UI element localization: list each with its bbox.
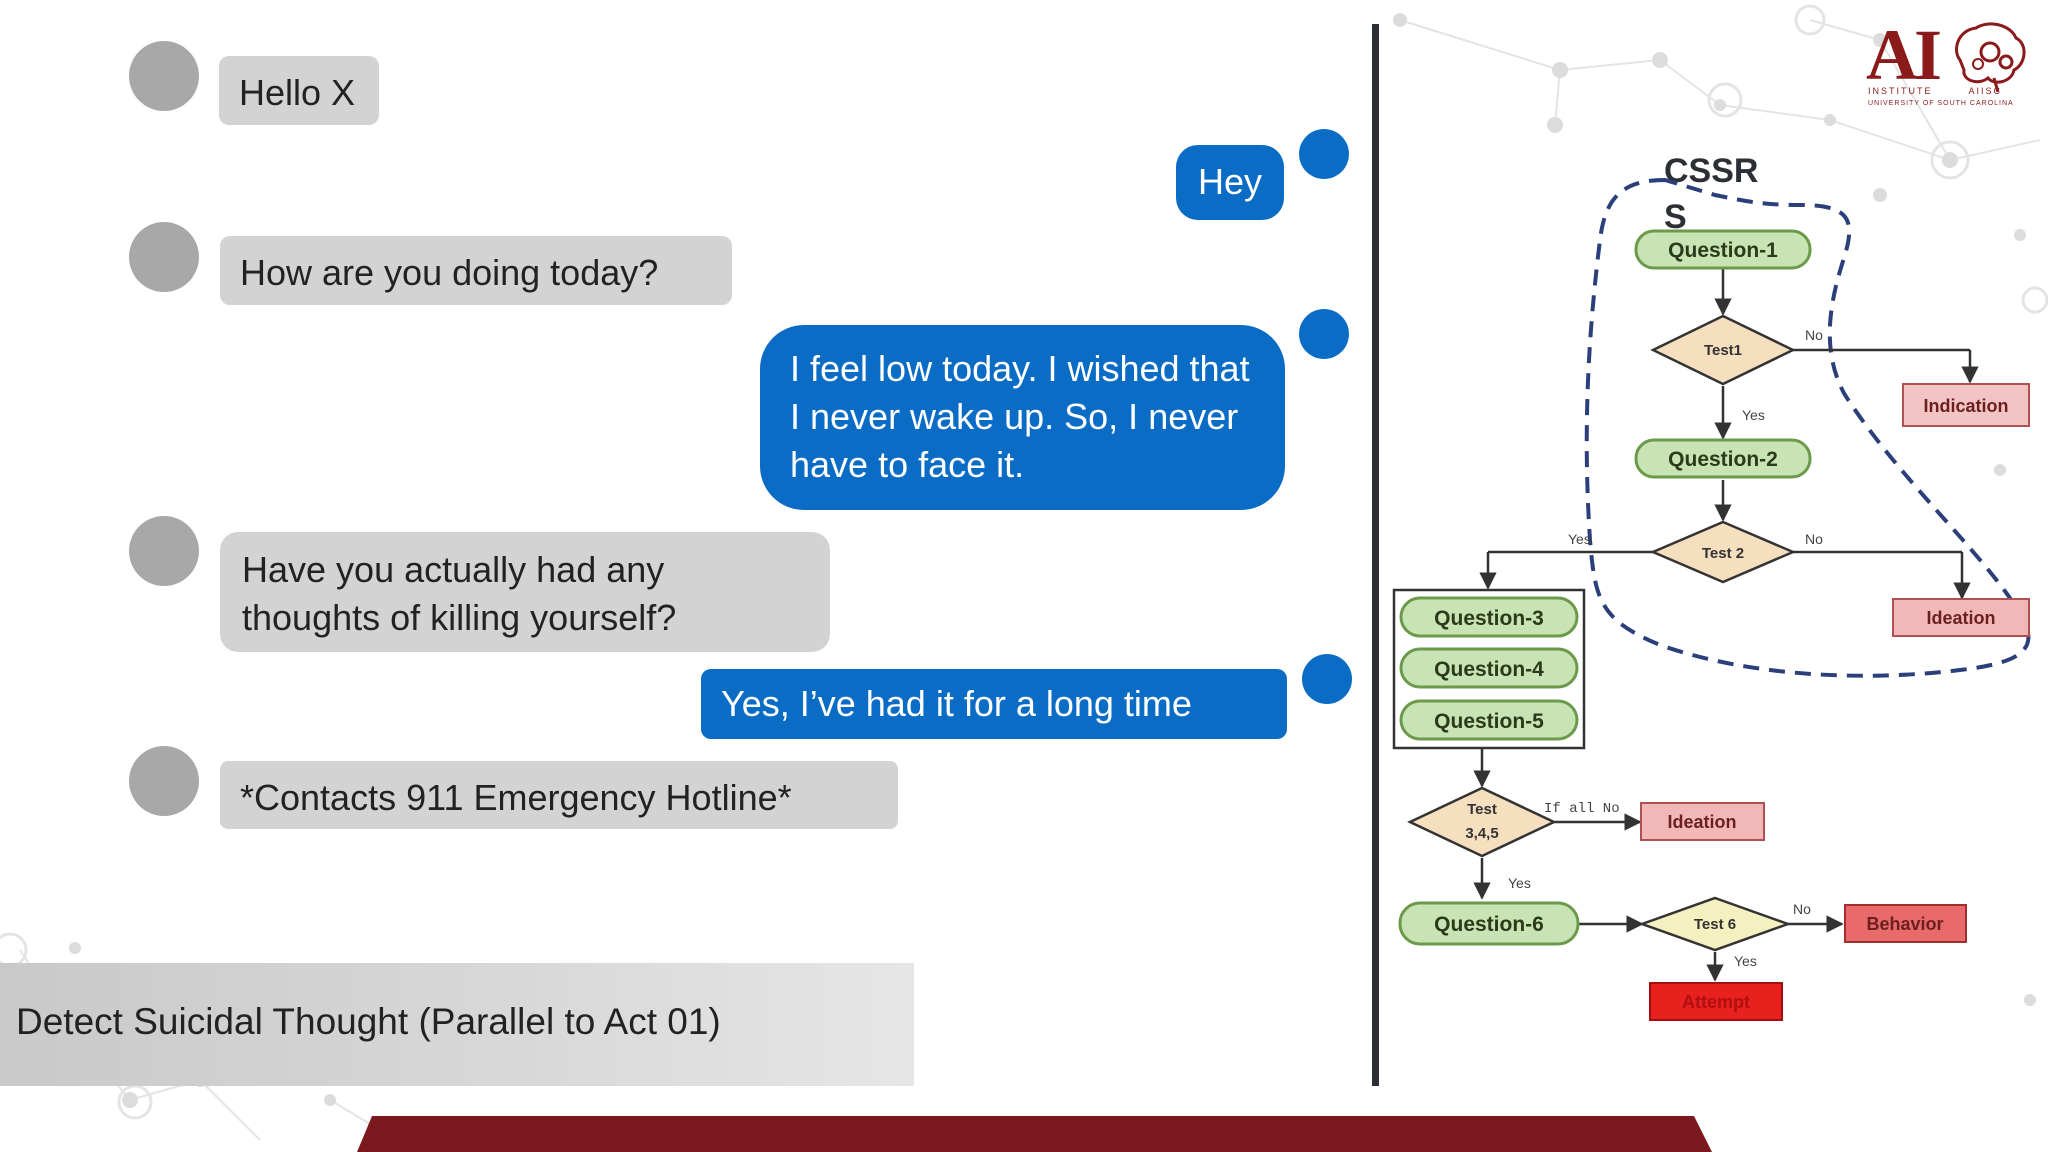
question-4-node [1399, 647, 1579, 689]
message-bubble: How are you doing today? [220, 236, 732, 305]
behavior-box [1844, 904, 1967, 943]
question-6-node [1398, 901, 1580, 946]
ideation-box [1640, 802, 1765, 841]
vertical-divider [1372, 24, 1379, 1086]
svg-text:Question-2: Question-2 [1668, 448, 1778, 471]
question-group-box [1392, 588, 1586, 750]
avatar-user [1299, 309, 1349, 359]
slide-caption: Detect Suicidal Thought (Parallel to Act… [16, 1001, 721, 1042]
edge-label-no: No [1805, 531, 1823, 547]
message-bubble: I feel low today. I wished that I never … [760, 325, 1285, 510]
indication-box [1902, 383, 2030, 427]
avatar-user [1299, 129, 1349, 179]
question-5-node [1399, 699, 1579, 741]
svg-text:Ideation: Ideation [1667, 812, 1736, 832]
message-bubble: Hello X [219, 56, 379, 125]
svg-text:Question-3: Question-3 [1434, 607, 1544, 630]
test345-diamond [1407, 786, 1557, 858]
edge-label-yes: Yes [1734, 953, 1757, 969]
avatar-bot [129, 41, 199, 111]
svg-text:Test: Test [1467, 801, 1497, 818]
footer-bar [357, 1116, 1712, 1152]
avatar-bot [129, 222, 199, 292]
edge-label-yes: Yes [1508, 875, 1531, 891]
svg-text:3,4,5: 3,4,5 [1465, 825, 1498, 842]
question-2-node [1634, 438, 1812, 479]
ideation-box [1892, 598, 2030, 637]
svg-text:Question-5: Question-5 [1434, 710, 1544, 733]
svg-text:Question-4: Question-4 [1434, 658, 1544, 681]
message-bubble: Yes, I’ve had it for a long time [701, 669, 1287, 739]
brain-gear-icon [1955, 22, 2026, 92]
test2-diamond [1649, 520, 1797, 584]
question-1-node [1634, 229, 1812, 270]
message-bubble: *Contacts 911 Emergency Hotline* [220, 761, 898, 829]
ai-institute-logo: AI [1866, 15, 1942, 95]
svg-text:Behavior: Behavior [1866, 914, 1943, 934]
test6-diamond [1638, 896, 1792, 952]
question-3-node [1399, 596, 1579, 638]
edge-label-no: No [1793, 901, 1811, 917]
svg-text:Test 2: Test 2 [1702, 545, 1744, 562]
edge-label-yes: Yes [1742, 407, 1765, 423]
cssrs-flowchart: Question-1 Test1 Indication Question-2 T… [1392, 177, 2031, 1021]
edge-label-yes: Yes [1568, 531, 1591, 547]
avatar-bot [129, 746, 199, 816]
edge-label-if-all-no: If all No [1544, 801, 1620, 817]
message-bubble: Hey [1176, 145, 1284, 220]
logo-subtitle: INSTITUTE AIISC [1868, 86, 2003, 96]
svg-text:Test1: Test1 [1704, 342, 1742, 359]
svg-text:Ideation: Ideation [1926, 608, 1995, 628]
svg-text:Indication: Indication [1924, 396, 2009, 416]
svg-text:Question-6: Question-6 [1434, 913, 1544, 936]
avatar-bot [129, 516, 199, 586]
test1-diamond [1650, 314, 1796, 386]
svg-text:Test 6: Test 6 [1694, 916, 1736, 933]
caption-bar [0, 963, 914, 1086]
message-bubble: Have you actually had any thoughts of ki… [220, 532, 830, 652]
svg-text:Attempt: Attempt [1682, 992, 1750, 1012]
cssrs-title: CSSRS [1664, 152, 1759, 236]
cssrs-boundary [1584, 177, 2031, 678]
avatar-user [1302, 654, 1352, 704]
edge-label-no: No [1805, 327, 1823, 343]
attempt-box [1649, 982, 1783, 1021]
logo-university: UNIVERSITY OF SOUTH CAROLINA [1868, 100, 2014, 107]
svg-text:Question-1: Question-1 [1668, 239, 1778, 262]
